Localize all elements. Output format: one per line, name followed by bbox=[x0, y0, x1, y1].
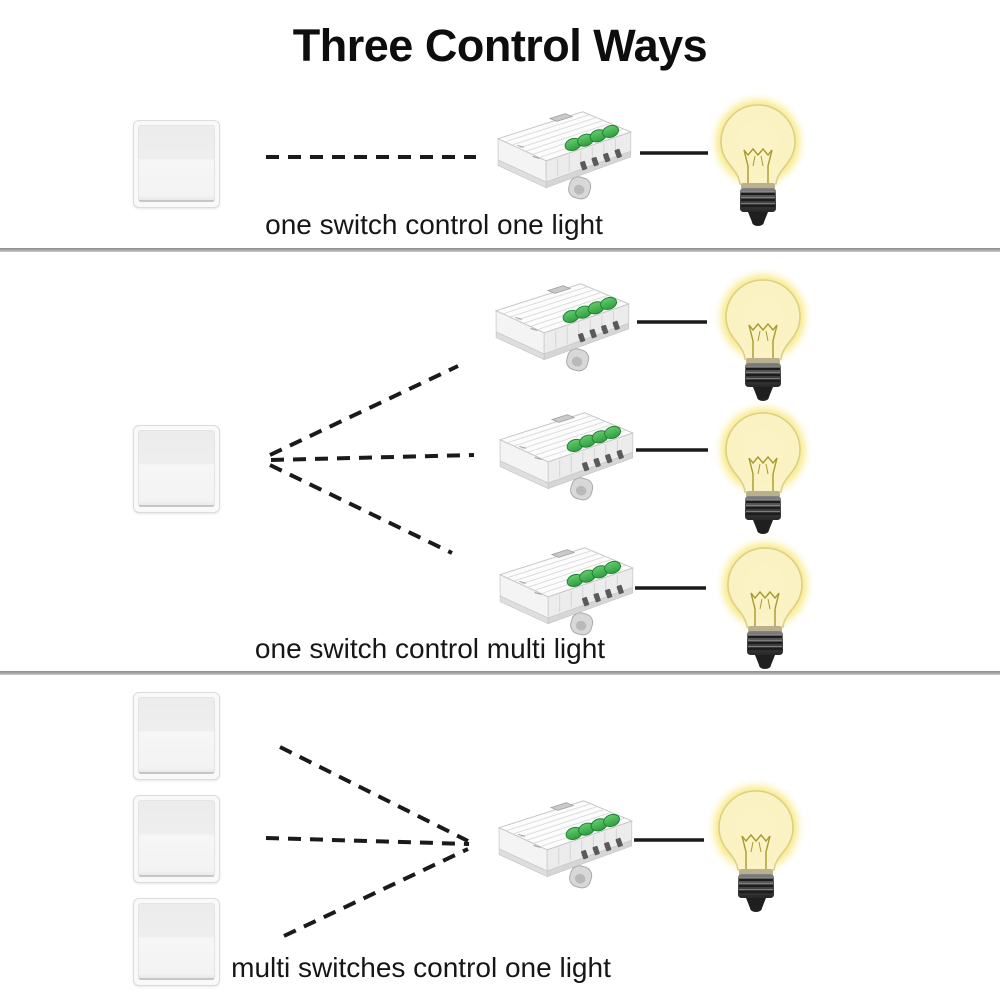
dashed-signal-line bbox=[279, 745, 469, 843]
section-divider bbox=[0, 248, 1000, 252]
dashed-signal-line bbox=[269, 364, 459, 457]
section-divider bbox=[0, 671, 1000, 675]
dashed-signal-line bbox=[283, 847, 469, 938]
dashed-signal-line bbox=[265, 836, 470, 846]
page-title: Three Control Ways bbox=[292, 20, 708, 71]
dashed-signal-line bbox=[269, 463, 453, 555]
dashed-signal-line bbox=[270, 453, 475, 462]
